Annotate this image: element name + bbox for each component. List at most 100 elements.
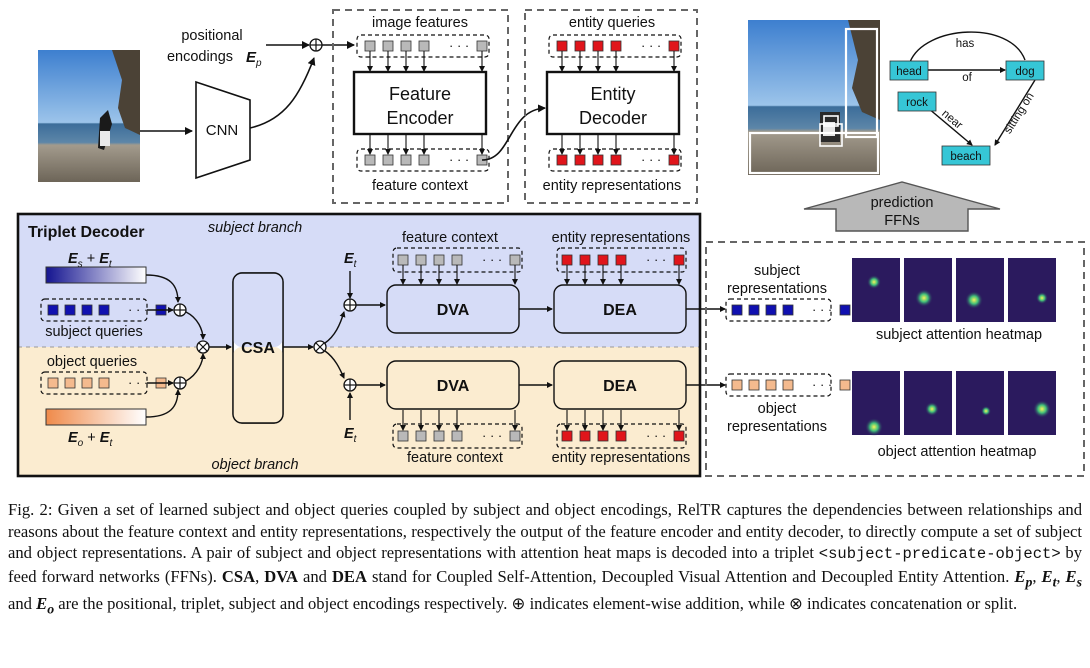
node-rock xyxy=(897,91,937,112)
node-head-label: head xyxy=(896,66,922,78)
plus-icon xyxy=(343,298,357,312)
entity-representations-label: entity representations xyxy=(543,178,682,194)
heatmap-hotspot xyxy=(981,406,991,416)
encodings-label: encodings xyxy=(167,49,233,65)
plus-icon xyxy=(309,38,323,52)
token-square xyxy=(415,430,427,442)
token-square xyxy=(400,40,412,52)
token-ellipsis: · · · xyxy=(482,428,502,443)
cnn-block: CNN xyxy=(195,80,251,180)
token-square xyxy=(364,154,376,166)
scene-graph: has of near sitting on head dog rock bea… xyxy=(889,31,1045,166)
figure-caption: Fig. 2: Given a set of learned subject a… xyxy=(8,499,1082,620)
heatmap-panel xyxy=(1008,258,1056,322)
plus-icon xyxy=(343,378,357,392)
token-square xyxy=(433,254,445,266)
token-square xyxy=(397,430,409,442)
subject-queries-box xyxy=(40,298,148,322)
caption-triplet-format: <subject-predicate-object> xyxy=(818,545,1061,564)
token-square xyxy=(610,40,622,52)
token-square xyxy=(47,304,59,316)
node-dog-label: dog xyxy=(1015,66,1034,78)
token-square xyxy=(597,430,609,442)
token-square xyxy=(748,379,760,391)
obj-feature-context-label: feature context xyxy=(407,450,503,466)
token-square xyxy=(748,304,760,316)
token-ellipsis: · · · xyxy=(812,302,832,317)
encoder-to-decoder-arrow xyxy=(481,104,546,161)
token-square xyxy=(81,377,93,389)
token-square xyxy=(765,304,777,316)
token-square xyxy=(433,430,445,442)
edge-of-label: of xyxy=(962,72,972,84)
token-ellipsis: · · · xyxy=(482,252,502,267)
edge-near xyxy=(927,107,973,146)
token-square xyxy=(47,377,59,389)
entity-queries-tokens: · · · xyxy=(548,34,682,72)
dea-label-object: DEA xyxy=(603,378,637,395)
token-square xyxy=(397,254,409,266)
object-representation-tokens: · · · xyxy=(731,377,851,392)
input-image xyxy=(38,50,140,182)
token-square xyxy=(765,379,777,391)
token-square xyxy=(731,379,743,391)
heatmap-hotspot xyxy=(915,289,933,307)
token-square xyxy=(668,40,680,52)
token-ellipsis: · · · xyxy=(641,38,661,53)
caption-sep: , xyxy=(255,566,265,586)
token-square xyxy=(364,40,376,52)
triplet-decoder-title: Triplet Decoder xyxy=(28,224,144,241)
token-ellipsis: · · · xyxy=(646,252,666,267)
token-square xyxy=(592,40,604,52)
caption-sep: , xyxy=(1032,566,1042,586)
triplet-decoder: Triplet Decoder subject branch object br… xyxy=(16,212,702,478)
token-square xyxy=(382,40,394,52)
token-square xyxy=(839,304,851,316)
token-square xyxy=(592,154,604,166)
token-square xyxy=(668,154,680,166)
heatmap-panel xyxy=(852,258,900,322)
token-square xyxy=(509,430,521,442)
token-square xyxy=(597,254,609,266)
edge-sitting-on xyxy=(994,79,1036,146)
token-square xyxy=(98,377,110,389)
et-top-label: Et xyxy=(344,251,358,270)
entity-decoder-block xyxy=(545,70,681,136)
token-square xyxy=(556,154,568,166)
token-square xyxy=(731,304,743,316)
entity-decoder-label-1: Entity xyxy=(590,84,635,104)
object-queries-label: object queries xyxy=(47,354,137,370)
token-square xyxy=(64,304,76,316)
obj-entity-rep-label: entity representations xyxy=(552,450,691,466)
token-square xyxy=(673,254,685,266)
node-dog xyxy=(1005,60,1045,81)
subject-branch-label: subject branch xyxy=(208,220,302,236)
caption-part-4: are the positional, triplet, subject and… xyxy=(54,593,1018,613)
token-ellipsis: · · · xyxy=(449,152,469,167)
token-square xyxy=(415,254,427,266)
token-square xyxy=(782,304,794,316)
cnn-to-plus-arrow xyxy=(249,57,316,129)
image-features-label: image features xyxy=(372,15,468,31)
caption-et: Et xyxy=(1041,566,1057,590)
plus-icon xyxy=(173,376,187,390)
entity-representations-tokens: · · · xyxy=(548,135,682,172)
prediction-ffns-arrow: prediction FFNs xyxy=(803,181,1001,232)
token-square xyxy=(839,379,851,391)
token-square xyxy=(579,430,591,442)
positional-label: positional xyxy=(181,28,242,44)
caption-sep: , xyxy=(1056,566,1066,586)
subject-heatmap-label: subject attention heatmap xyxy=(876,327,1042,343)
token-square xyxy=(615,254,627,266)
entity-decoder-label-2: Decoder xyxy=(579,108,647,128)
caption-dea: DEA xyxy=(331,566,367,586)
token-square xyxy=(476,40,488,52)
token-ellipsis: · · · xyxy=(128,302,148,317)
token-square xyxy=(451,430,463,442)
concat-split-icon xyxy=(196,340,210,354)
edge-has-label: has xyxy=(956,38,975,50)
token-square xyxy=(418,154,430,166)
token-ellipsis: · · · xyxy=(641,152,661,167)
caption-dva: DVA xyxy=(264,566,299,586)
et-bottom-label: Et xyxy=(344,426,358,445)
